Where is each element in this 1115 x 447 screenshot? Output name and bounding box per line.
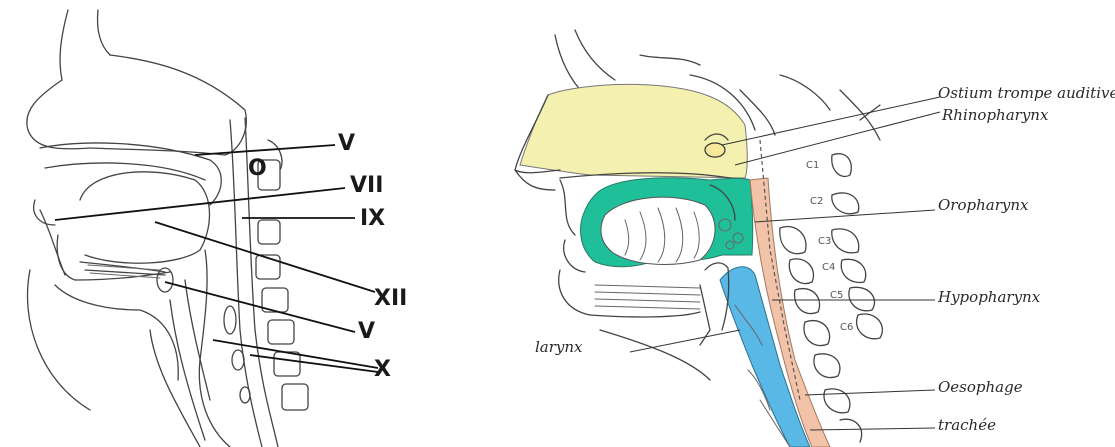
label-hypopharynx: Hypopharynx xyxy=(937,288,1041,306)
vertebra-c1: C1 xyxy=(806,160,819,171)
nerve-label-ix: IX xyxy=(360,206,385,231)
left-nerve-labels: V VII IX XII V X xyxy=(338,131,407,382)
label-trachee: trachée xyxy=(938,416,996,434)
nerve-label-v: V xyxy=(338,131,355,156)
left-head-sketch: O xyxy=(27,10,308,447)
vertebra-c4: C4 xyxy=(822,262,835,273)
nerve-label-v-lower: V xyxy=(358,319,375,344)
label-larynx: larynx xyxy=(535,338,583,356)
vertebra-c5: C5 xyxy=(830,290,843,301)
vertebra-labels: C1 C2 C3 C4 C5 C6 xyxy=(806,160,853,333)
vertebra-c3: C3 xyxy=(818,236,831,247)
nerve-label-x: X xyxy=(374,357,391,382)
larynx-trachea-region xyxy=(720,267,810,447)
ostium-tube xyxy=(705,143,725,157)
inner-o-label: O xyxy=(248,156,267,181)
label-oesophage: Oesophage xyxy=(938,378,1023,396)
tongue xyxy=(601,197,715,264)
label-oropharynx: Oropharynx xyxy=(938,196,1029,214)
rhinopharynx-region xyxy=(520,84,747,178)
nerve-label-vii: VII xyxy=(350,173,383,198)
label-ostium: Ostium trompe auditive xyxy=(938,84,1115,102)
nerve-label-xii: XII xyxy=(374,286,407,311)
vertebra-c2: C2 xyxy=(810,196,823,207)
label-rhinopharynx: Rhinopharynx xyxy=(941,106,1049,124)
vertebra-c6: C6 xyxy=(840,322,853,333)
